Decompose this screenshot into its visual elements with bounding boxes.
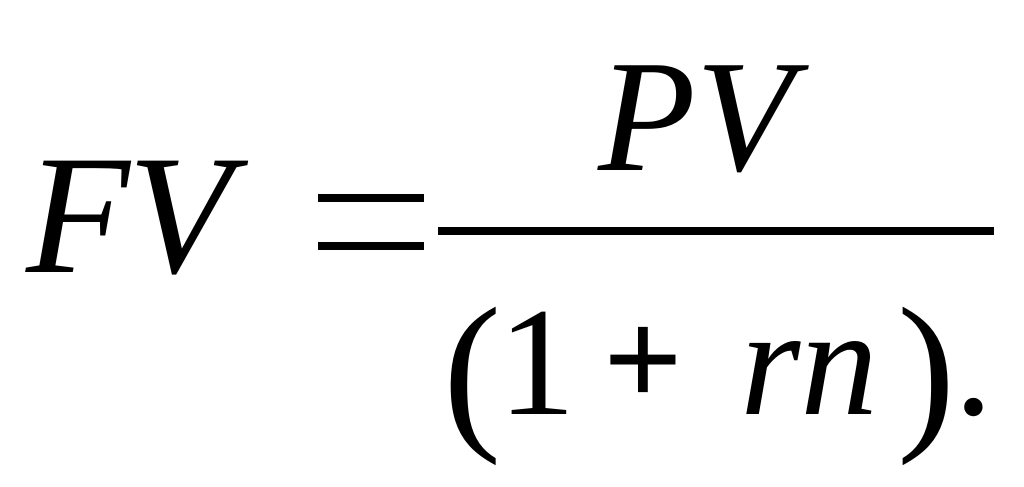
formula-lhs-f: F xyxy=(26,121,130,309)
denominator-one: 1 xyxy=(498,276,576,448)
equals-sign xyxy=(318,194,424,250)
denominator-period: . xyxy=(954,276,993,448)
denominator-open-paren: ( xyxy=(443,272,502,466)
fraction-numerator: PV xyxy=(598,27,794,205)
denominator-rn: rn xyxy=(740,276,878,448)
denominator-close-paren: ) xyxy=(897,272,956,466)
formula-lhs-v: V xyxy=(128,121,232,309)
denominator-plus: + xyxy=(603,282,683,437)
fraction-bar xyxy=(438,227,994,235)
